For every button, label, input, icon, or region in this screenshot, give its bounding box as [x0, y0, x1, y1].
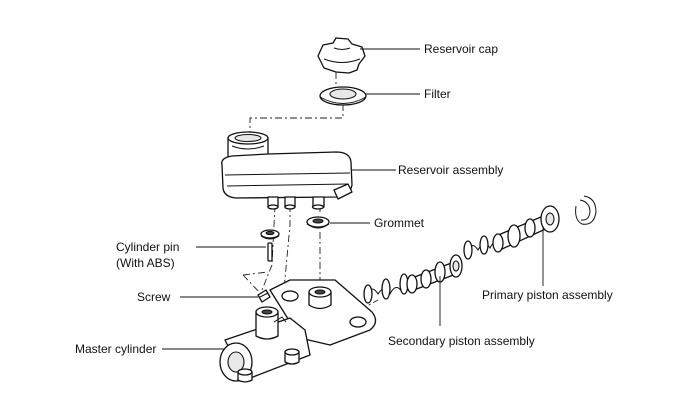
label-master-cylinder: Master cylinder: [75, 342, 157, 356]
reservoir-cap: [317, 37, 366, 74]
label-reservoir-cap: Reservoir cap: [424, 42, 499, 56]
primary-piston-assembly: [463, 205, 560, 260]
filter: [319, 86, 367, 106]
label-cylinder-pin-note: (With ABS): [116, 256, 175, 270]
screw: [257, 289, 271, 303]
label-screw: Screw: [137, 290, 171, 304]
label-cylinder-pin: Cylinder pin: [116, 240, 180, 254]
label-filter: Filter: [424, 87, 451, 101]
snap-ring: [575, 195, 597, 225]
label-primary-piston-assembly: Primary piston assembly: [482, 288, 613, 302]
secondary-piston-assembly: [363, 254, 463, 304]
grommets: [260, 216, 330, 240]
label-reservoir-assembly: Reservoir assembly: [398, 163, 504, 177]
leader-lines: [162, 48, 544, 350]
label-grommet: Grommet: [374, 216, 425, 230]
cylinder-pin: [267, 242, 273, 262]
label-secondary-piston-assembly: Secondary piston assembly: [388, 334, 535, 348]
master-cylinder: [219, 279, 377, 383]
reservoir-assembly: [221, 131, 353, 210]
